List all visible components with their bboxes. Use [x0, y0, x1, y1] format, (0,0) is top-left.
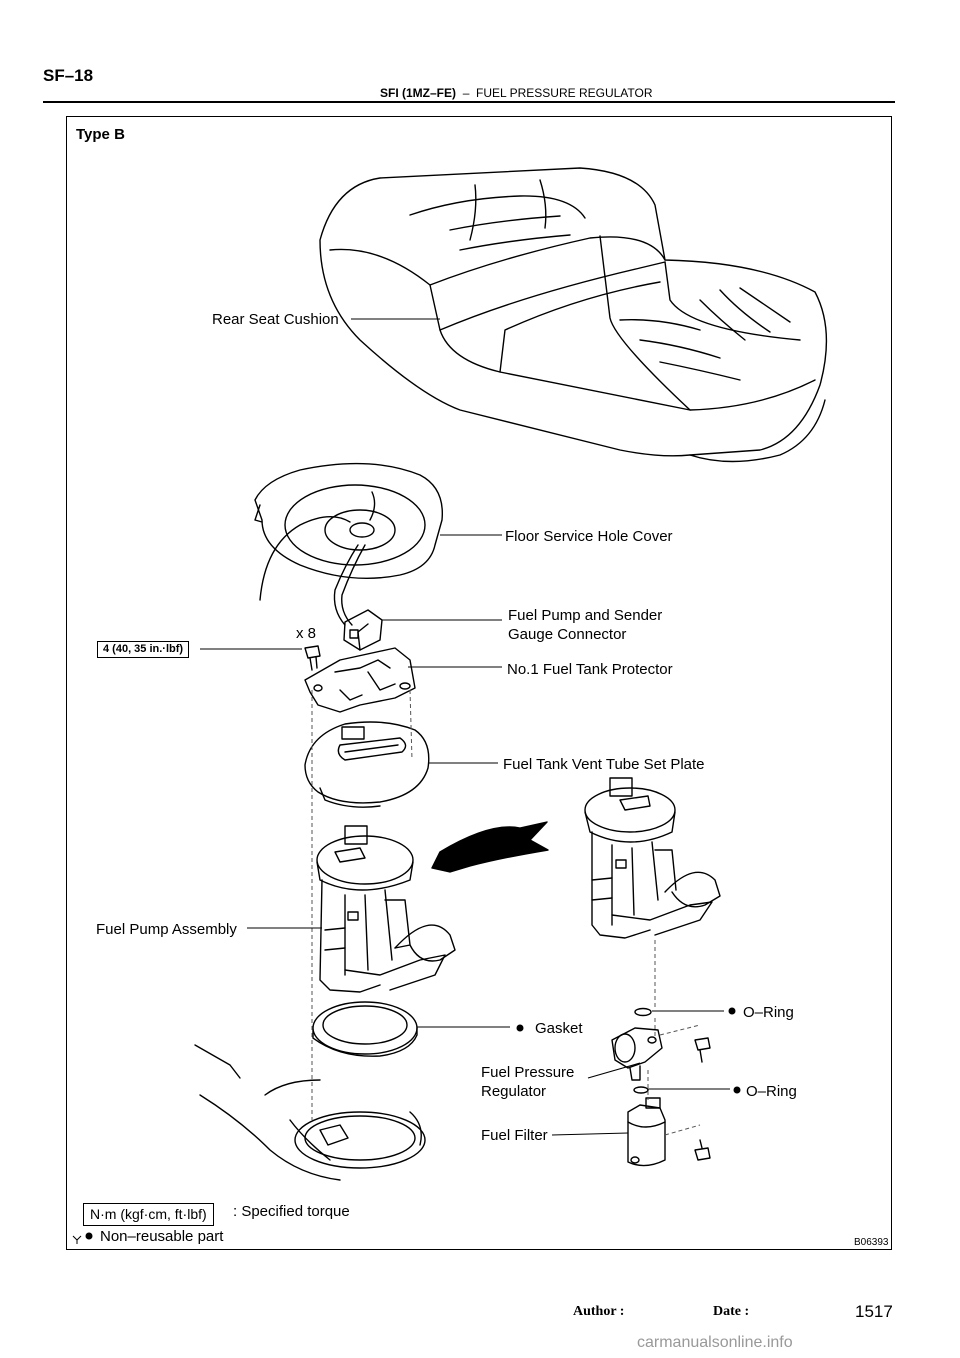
watermark: carmanualsonline.info [637, 1334, 793, 1351]
fuel-filter-drawing [627, 1097, 666, 1167]
header-title: SFI (1MZ–FE) – FUEL PRESSURE REGULATOR [380, 86, 653, 100]
label-vent-tube-set-plate: Fuel Tank Vent Tube Set Plate [503, 756, 705, 773]
legend-torque-desc: : Specified torque [233, 1203, 350, 1220]
corner-mark [72, 1235, 82, 1244]
image-code: B06393 [854, 1237, 889, 1248]
gasket-drawing [312, 1001, 418, 1057]
nonreusable-mark-gasket [516, 1024, 524, 1032]
fuel-pressure-regulator-drawing [611, 1027, 663, 1081]
label-fuel-pump-assembly: Fuel Pump Assembly [96, 921, 237, 938]
label-o-ring-lower: O–Ring [746, 1083, 797, 1100]
footer-date-label: Date : [713, 1304, 750, 1319]
label-bolt-count: x 8 [296, 625, 317, 642]
label-connector-line1: Fuel Pump and Sender [508, 607, 663, 624]
o-ring-upper-drawing [634, 1007, 652, 1017]
torque-spec-box: 4 (40, 35 in.·lbf) [97, 641, 190, 658]
page-number: SF–18 [43, 66, 94, 85]
label-regulator-line2: Regulator [481, 1083, 547, 1100]
assembly-arrow [431, 821, 549, 873]
label-o-ring-upper: O–Ring [743, 1004, 794, 1021]
label-regulator-line1: Fuel Pressure [481, 1064, 575, 1081]
label-gasket: Gasket [535, 1020, 583, 1037]
fuel-pump-detail-drawing [584, 777, 721, 939]
label-connector-line2: Gauge Connector [508, 626, 627, 643]
label-fuel-filter: Fuel Filter [481, 1127, 548, 1144]
nonreusable-mark-o-ring-lower [733, 1086, 741, 1094]
label-rear-seat-cushion: Rear Seat Cushion [212, 311, 339, 328]
bolt-drawing [304, 645, 321, 671]
o-ring-lower-drawing [633, 1086, 649, 1094]
header-topic: FUEL PRESSURE REGULATOR [476, 86, 653, 100]
figure-frame [66, 116, 892, 1250]
fuel-pump-assembly-drawing [316, 825, 456, 993]
header-rule [43, 101, 895, 103]
label-fuel-tank-protector: No.1 Fuel Tank Protector [507, 661, 673, 678]
legend-torque-unit: N·m (kgf·cm, ft·lbf) [83, 1203, 214, 1226]
header-separator: – [462, 86, 470, 100]
connector-drawing [343, 609, 383, 651]
header-section: SFI (1MZ–FE) [380, 86, 457, 100]
rear-seat-cushion-drawing [319, 167, 828, 463]
legend-nonreusable-desc: Non–reusable part [100, 1228, 224, 1245]
vent-tube-set-plate-drawing [304, 721, 430, 808]
tank-opening-drawing [194, 1044, 426, 1181]
nonreusable-mark-legend [85, 1232, 93, 1240]
nonreusable-mark-o-ring-upper [728, 1007, 736, 1015]
fuel-tank-protector-drawing [304, 647, 416, 713]
footer-author-label: Author : [573, 1304, 625, 1319]
regulator-bolt-drawing [694, 1037, 711, 1161]
floor-service-hole-cover-drawing [254, 462, 444, 626]
footer-page-number: 1517 [855, 1302, 893, 1321]
type-label: Type B [76, 126, 125, 143]
label-floor-service-hole-cover: Floor Service Hole Cover [505, 528, 673, 545]
